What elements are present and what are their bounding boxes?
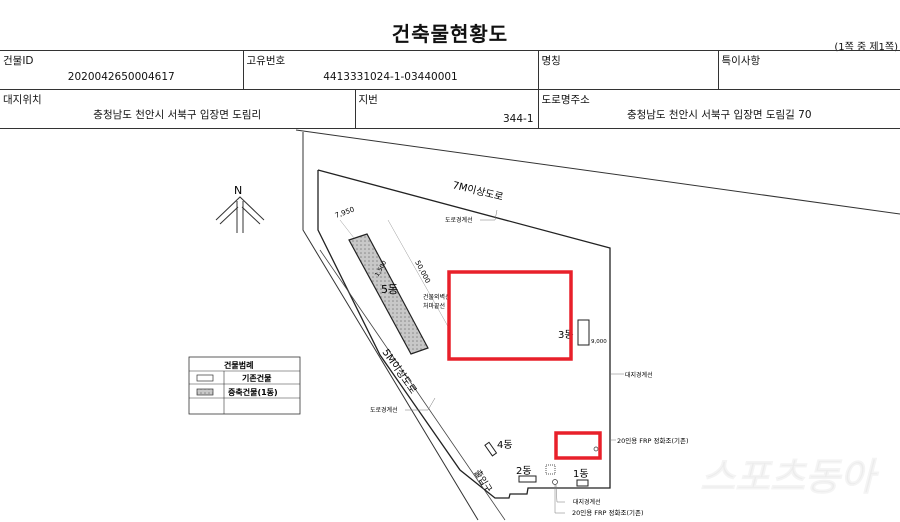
building-1-label: 1동 (573, 468, 589, 480)
leader-line (555, 484, 565, 503)
building-2-label: 2동 (516, 465, 532, 477)
dim-right: 9,000 (591, 339, 607, 345)
building-2 (518, 475, 537, 483)
leader-line (554, 485, 565, 514)
extension-building-swatch (196, 388, 214, 396)
septic-tank-symbol (593, 446, 599, 452)
wall-line-label: 건물외벽선 (423, 293, 451, 301)
dim-line (339, 219, 355, 239)
septic-tank-label-bottom: 20인용 FRP 정화조(기존) (572, 508, 644, 517)
eaves-line-label: 처마끝선 (423, 302, 445, 310)
road-edge-bottom (319, 249, 506, 521)
road-boundary-label-left: 도로경계선 (370, 406, 398, 414)
north-label: N (234, 184, 242, 197)
remarks-label: 특이사항 (721, 55, 761, 67)
building-5 (348, 233, 429, 355)
building-id-value: 2020042650004617 (67, 71, 175, 83)
remarks-cell: 특이사항 (717, 50, 900, 90)
road-line-top (295, 129, 900, 215)
building-4-label: 4동 (497, 439, 513, 451)
document-title: 건축물현황도 (391, 22, 509, 46)
building-id-cell: 건물ID 2020042650004617 (0, 50, 243, 90)
dim-line (387, 219, 451, 331)
site-boundary-label-right: 대지경계선 (625, 371, 653, 379)
road-address-label: 도로명주소 (541, 94, 590, 106)
lot-no-value: 344-1 (502, 113, 534, 125)
road-line-left (302, 132, 479, 521)
building-5-label: 5동 (381, 283, 398, 296)
building-id-label: 건물ID (3, 55, 34, 67)
road-top-label: 7M이상도로 (451, 179, 504, 203)
highlight-box-main (447, 270, 573, 361)
north-arrow-icon (215, 196, 265, 233)
site-boundary-label-bottom: 대지경계선 (573, 498, 601, 506)
entrance-label: 출입구 (471, 467, 494, 494)
highlight-box-septic (554, 431, 602, 460)
road-boundary-label-top: 도로경계선 (445, 216, 473, 224)
septic-tank-label-right: 20인용 FRP 정화조(기존) (617, 436, 689, 445)
road-address-value: 충청남도 천안시 서북구 입장면 도림길 70 (626, 109, 812, 121)
legend-existing: 기존건물 (242, 373, 272, 383)
existing-building-swatch (196, 374, 214, 382)
unique-no-cell: 고유번호 4413331024-1-03440001 (242, 50, 538, 90)
unique-no-label: 고유번호 (246, 55, 286, 67)
legend-title: 건물범례 (224, 360, 253, 370)
name-label: 명칭 (541, 55, 561, 67)
lot-no-label: 지번 (358, 94, 378, 106)
watermark-logo: 스포츠동아 (700, 455, 880, 499)
dim-width: 7,950 (334, 206, 356, 220)
building-3 (577, 319, 590, 346)
building-legend (188, 356, 301, 415)
leader-line (480, 209, 498, 221)
site-location-value: 충청남도 천안시 서북구 입장면 도림리 (93, 109, 262, 121)
legend-extension: 증축건물(1동) (228, 387, 278, 397)
site-boundary (317, 169, 611, 499)
page-info: (1쪽 중 제1쪽) (834, 42, 898, 53)
building-info-table: 건물ID 2020042650004617 고유번호 4413331024-1-03… (0, 50, 900, 129)
septic-tank-symbol (552, 479, 558, 485)
toilet-structure (545, 464, 556, 475)
leader-line (405, 397, 436, 411)
building-4 (484, 441, 498, 457)
site-location-label: 대지위치 (3, 94, 42, 106)
building-1 (576, 479, 589, 487)
lot-no-cell: 지번 344-1 (354, 89, 538, 129)
unique-no-value: 4413331024-1-03440001 (323, 71, 458, 83)
